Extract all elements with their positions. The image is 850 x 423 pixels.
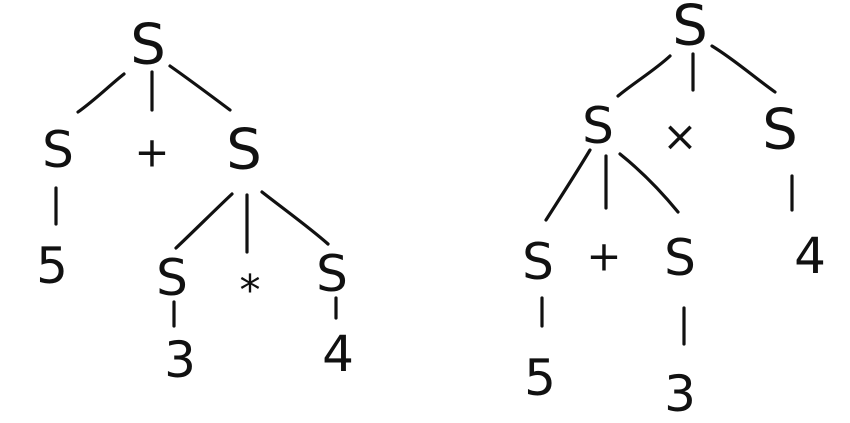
left-left-s-symbol: S [42, 121, 74, 179]
right-root-symbol: S [672, 0, 708, 59]
left-leaf-5: 5 [36, 237, 68, 295]
right-edge-root-to-left [616, 54, 672, 98]
left-edge-s-to-sub-right [260, 190, 330, 246]
left-parse-tree: S S + S 5 S * S 3 4 [36, 13, 354, 390]
left-leaf-4: 4 [322, 325, 354, 383]
left-sub-right-s-symbol: S [316, 245, 348, 303]
right-plus-operator: + [586, 232, 621, 281]
left-root-symbol: S [130, 13, 166, 78]
right-leaf-4: 4 [794, 227, 826, 285]
right-right-s-symbol: S [762, 98, 798, 163]
left-sub-left-s-symbol: S [156, 249, 188, 307]
left-edge-root-to-left [76, 72, 126, 114]
right-edge-root-to-right [710, 44, 777, 94]
right-edge-s-to-sub-right [618, 152, 680, 214]
right-left-s-symbol: S [582, 97, 614, 155]
left-edge-root-to-right [168, 64, 232, 112]
right-sub-left-s-symbol: S [522, 233, 554, 291]
right-edge-s-to-sub-left [544, 148, 592, 222]
right-leaf-5: 5 [524, 349, 556, 407]
left-leaf-3: 3 [164, 331, 196, 389]
left-edge-s-to-sub-left [174, 192, 234, 250]
left-times-operator: * [240, 266, 261, 315]
left-right-s-symbol: S [226, 118, 262, 183]
right-sub-right-s-symbol: S [664, 229, 696, 287]
right-leaf-3: 3 [664, 365, 696, 423]
right-times-operator: × [662, 112, 697, 161]
left-plus-operator: + [134, 128, 169, 177]
right-parse-tree: S S × S S + S 4 5 3 [522, 0, 826, 423]
